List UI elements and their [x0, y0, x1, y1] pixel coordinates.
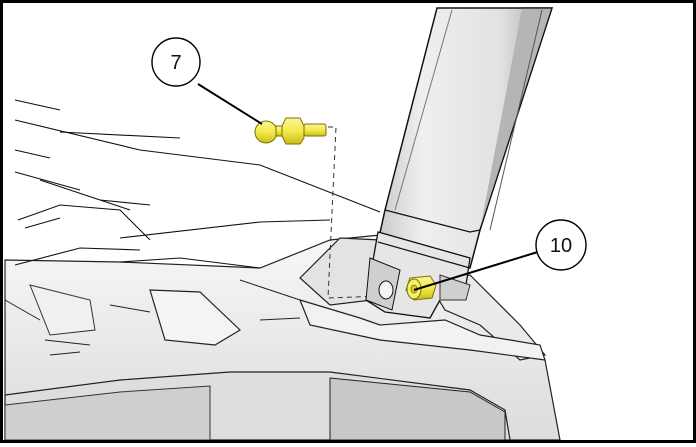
roll-bar-post: [365, 7, 554, 319]
callout-10-leader: [413, 250, 542, 291]
callout-10: 10: [535, 219, 587, 271]
callout-7: 7: [151, 37, 201, 87]
assembly-guide-line: [327, 126, 383, 299]
callout-7-leader: [197, 83, 263, 125]
ball-stud-part: [254, 117, 327, 145]
callout-10-label: 10: [550, 235, 572, 257]
body-contour-lines: [14, 99, 381, 269]
callout-7-label: 7: [170, 52, 181, 74]
